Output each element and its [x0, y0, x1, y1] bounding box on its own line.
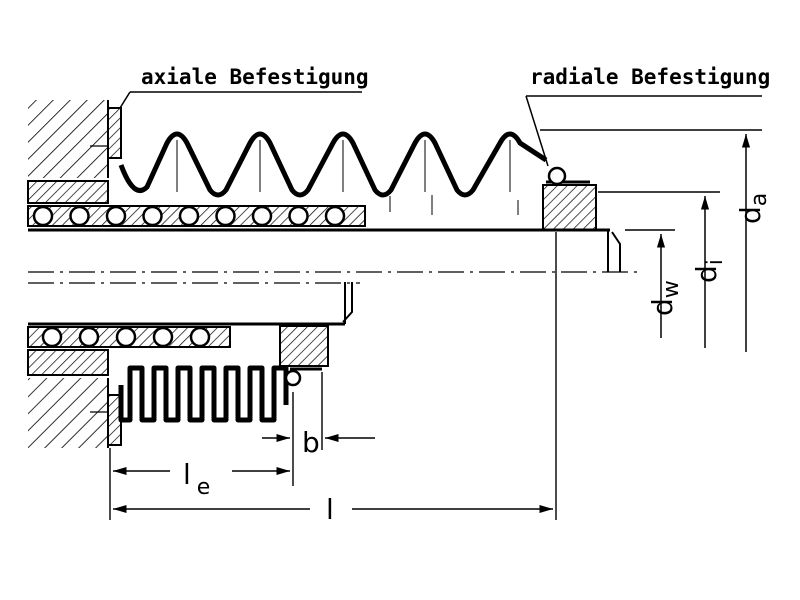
lower-guide-housing	[27, 349, 109, 376]
dim-l-label: l	[326, 493, 334, 526]
bearing-ball	[105, 205, 127, 227]
svg-text:di: di	[690, 259, 728, 283]
dimension-di: di	[690, 196, 728, 348]
shaft	[28, 228, 621, 326]
bearing-ball	[189, 326, 211, 348]
axial-flange-top	[107, 107, 122, 159]
svg-text:dw: dw	[646, 280, 684, 316]
radial-ring-upper	[542, 166, 597, 231]
center-line	[28, 271, 640, 284]
dim-da-label: d	[734, 206, 767, 224]
bearing-ball	[324, 205, 346, 227]
bearing-ball	[32, 205, 54, 227]
bearing-ball	[152, 326, 174, 348]
dim-dw-sub: w	[659, 280, 684, 298]
bearing-ball	[69, 205, 90, 227]
lower-ball-row	[27, 326, 231, 348]
dim-dw-label: d	[646, 298, 679, 316]
bearing-ball	[178, 205, 200, 227]
housing-wall-top	[28, 100, 109, 178]
upper-ball-row	[27, 205, 366, 227]
label-radial: radiale Befestigung	[530, 65, 770, 89]
label-axial: axiale Befestigung	[141, 65, 369, 89]
bearing-ball	[115, 326, 137, 348]
bearing-ball	[78, 326, 100, 348]
dim-b-label: b	[302, 426, 320, 459]
svg-text:da: da	[734, 193, 772, 224]
label-radial-group: radiale Befestigung	[525, 65, 770, 167]
bearing-ball	[288, 205, 309, 227]
dim-da-sub: a	[747, 193, 772, 206]
dimension-da: da	[734, 134, 772, 352]
bearing-ball	[215, 205, 236, 227]
label-axial-group: axiale Befestigung	[119, 65, 369, 109]
dimension-dw: dw	[646, 234, 684, 338]
bearing-ball	[142, 205, 163, 227]
svg-text:le: le	[183, 458, 210, 500]
upper-guide-housing	[27, 180, 109, 204]
dim-le-sub: e	[197, 475, 211, 500]
dim-le-label: l	[183, 458, 191, 491]
upper-bellows	[118, 131, 548, 215]
bearing-ball	[251, 205, 273, 227]
lower-bellows	[118, 365, 289, 423]
radial-ring-lower	[279, 325, 329, 387]
dimension-vertical-extensions	[109, 232, 557, 520]
dim-di-sub: i	[703, 259, 728, 265]
dim-di-label: d	[690, 265, 723, 283]
housing-wall-bottom	[28, 378, 109, 448]
dimension-l: l	[113, 493, 553, 526]
dimension-b: b	[262, 426, 375, 459]
bearing-ball	[41, 326, 63, 348]
dimension-extension-lines	[540, 129, 762, 231]
